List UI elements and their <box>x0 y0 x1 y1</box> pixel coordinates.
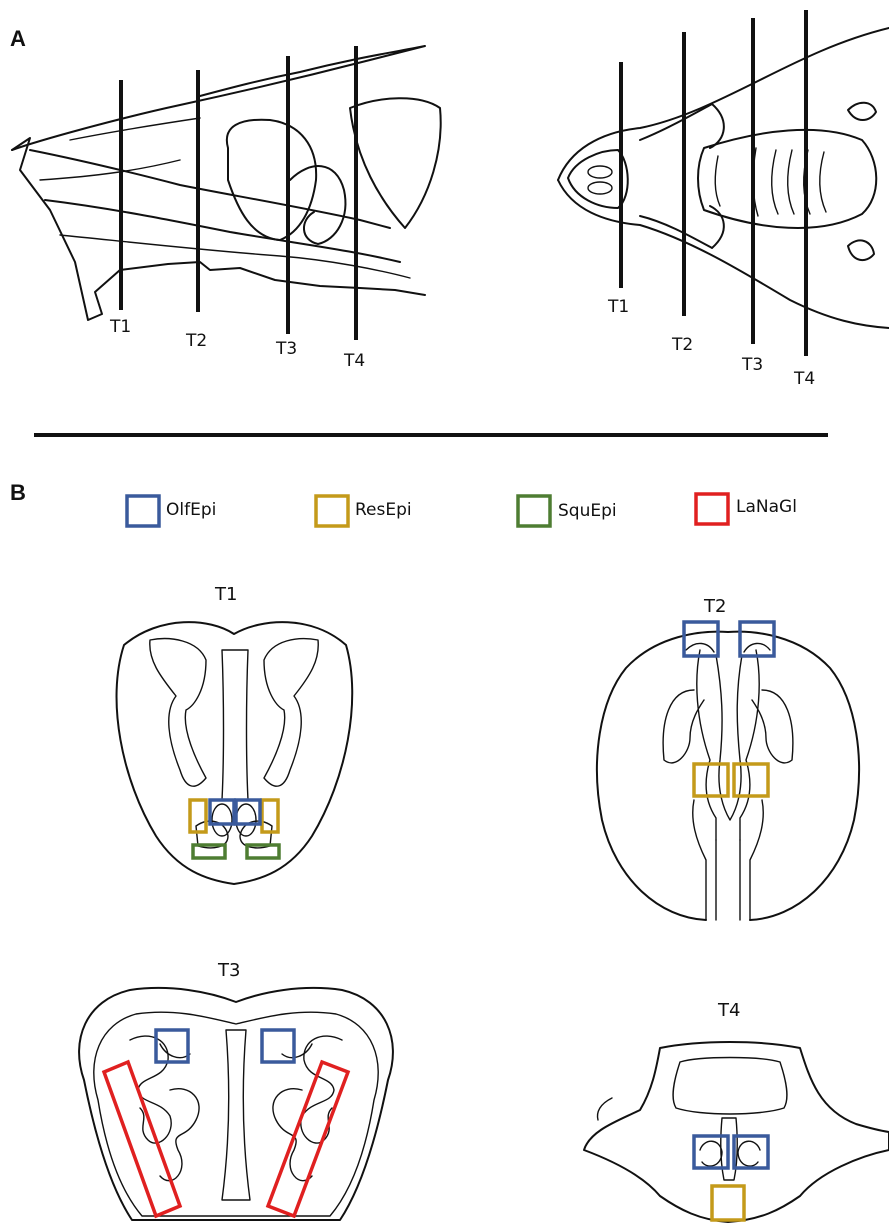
legend-swatch-resepi <box>316 496 348 526</box>
panel-a-letter: A <box>10 26 26 51</box>
t2-resepi-box-right <box>734 764 768 796</box>
ventral-cut-lines <box>621 10 806 356</box>
lateral-label-t3: T3 <box>275 339 297 359</box>
legend-label-olfepi: OlfEpi <box>166 500 216 520</box>
ventral-label-t2: T2 <box>671 335 693 355</box>
lateral-label-t2: T2 <box>185 331 207 351</box>
section-t1-boxes <box>190 800 279 858</box>
legend-label-resepi: ResEpi <box>355 500 412 520</box>
t1-resepi-box-right <box>262 800 278 832</box>
t3-lanagl-box-left <box>104 1062 180 1216</box>
section-title-t4: T4 <box>717 1000 740 1021</box>
legend-label-lanagl: LaNaGl <box>736 497 797 517</box>
legend-swatch-squepi <box>518 496 550 526</box>
lateral-skull-drawing <box>12 46 441 320</box>
legend-label-squepi: SquEpi <box>558 501 617 521</box>
ventral-label-t3: T3 <box>741 355 763 375</box>
section-t4-boxes <box>694 1136 768 1220</box>
section-title-t2: T2 <box>703 596 726 617</box>
section-t3-boxes <box>104 1030 348 1216</box>
t2-resepi-box-left <box>694 764 728 796</box>
lateral-label-t1: T1 <box>109 317 131 337</box>
t1-resepi-box-left <box>190 800 206 832</box>
legend-swatch-olfepi <box>127 496 159 526</box>
lateral-cut-lines <box>121 46 356 340</box>
legend-swatch-lanagl <box>696 494 728 524</box>
section-t3-drawing <box>79 988 393 1220</box>
section-title-t1: T1 <box>214 584 237 605</box>
legend: OlfEpi ResEpi SquEpi LaNaGl <box>127 494 797 526</box>
ventral-label-t4: T4 <box>793 369 815 389</box>
lateral-label-t4: T4 <box>343 351 365 371</box>
ventral-label-t1: T1 <box>607 297 629 317</box>
ventral-skull-drawing <box>558 28 889 328</box>
section-t1-drawing <box>117 622 353 884</box>
section-t2-boxes <box>684 622 774 796</box>
section-title-t3: T3 <box>217 960 240 981</box>
t4-resepi-box <box>712 1186 744 1220</box>
section-t4-drawing <box>584 1042 889 1222</box>
panel-b-letter: B <box>10 480 26 505</box>
